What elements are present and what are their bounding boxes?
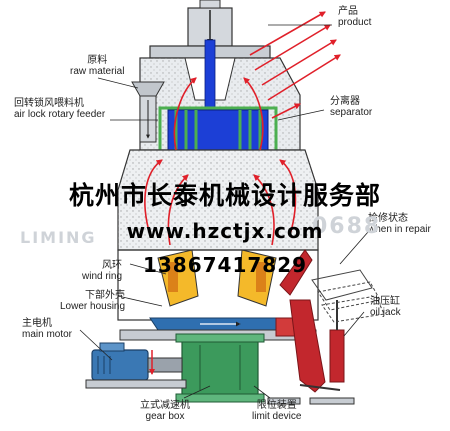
- label-main-motor: 主电机 main motor: [22, 318, 72, 340]
- label-separator: 分离器 separator: [330, 96, 372, 118]
- main-motor: [85, 342, 187, 389]
- label-gear-box: 立式减速机 gear box: [140, 400, 190, 422]
- label-repair-state: 检修状态 when in repair: [368, 213, 431, 235]
- label-separator-zh: 分离器: [330, 96, 360, 107]
- repair-position-outline: [311, 269, 385, 323]
- label-lower-housing-en: Lower housing: [60, 301, 126, 312]
- label-separator-en: separator: [330, 107, 373, 118]
- airflow-arrows: [144, 11, 341, 246]
- label-repair-state-zh: 检修状态: [368, 213, 408, 224]
- label-oil-jack-zh: 油压缸: [370, 296, 400, 307]
- label-airlock-feeder-zh: 回转锁风喂料机: [14, 98, 84, 109]
- label-product-en: product: [338, 17, 372, 28]
- oil-jack: [267, 249, 355, 405]
- gear-box: [175, 333, 265, 403]
- label-oil-jack: 油压缸 oil jack: [370, 296, 401, 318]
- label-wind-ring: 风环 wind ring: [82, 260, 122, 282]
- leader-lines: [79, 24, 369, 399]
- airlock-feeder: [131, 81, 165, 143]
- watermark-right: 0688: [312, 214, 382, 239]
- label-gear-box-en: gear box: [145, 411, 185, 422]
- label-gear-box-zh: 立式减速机: [140, 400, 190, 411]
- label-main-motor-zh: 主电机: [22, 318, 52, 329]
- label-wind-ring-en: wind ring: [82, 271, 123, 282]
- label-product-zh: 产品: [338, 6, 358, 17]
- website-url: www.hzctjx.com: [126, 219, 324, 243]
- label-limit-device-zh: 限位装置: [256, 400, 297, 411]
- watermark-left: LIMING: [20, 228, 97, 247]
- label-raw-material-en: raw material: [70, 66, 125, 77]
- label-oil-jack-en: oil jack: [370, 307, 401, 318]
- label-limit-device-en: limit device: [252, 411, 302, 422]
- label-airlock-feeder: 回转锁风喂料机 air lock rotary feeder: [14, 98, 105, 120]
- label-main-motor-en: main motor: [22, 329, 73, 340]
- label-airlock-feeder-en: air lock rotary feeder: [14, 109, 106, 120]
- label-raw-material: 原料 raw material: [70, 55, 124, 77]
- label-limit-device: 限位装置 limit device: [252, 400, 301, 422]
- grinding-rollers: [157, 249, 277, 307]
- label-lower-housing-zh: 下部外壳: [85, 290, 126, 301]
- label-repair-state-en: when in repair: [368, 224, 431, 235]
- phone-number: 13867417829: [142, 253, 308, 277]
- company-name: 杭州市长泰机械设计服务部: [68, 181, 381, 210]
- label-lower-housing: 下部外壳 Lower housing: [60, 290, 125, 312]
- label-raw-material-zh: 原料: [87, 55, 108, 66]
- label-wind-ring-zh: 风环: [102, 260, 123, 271]
- label-product: 产品 product: [338, 6, 371, 28]
